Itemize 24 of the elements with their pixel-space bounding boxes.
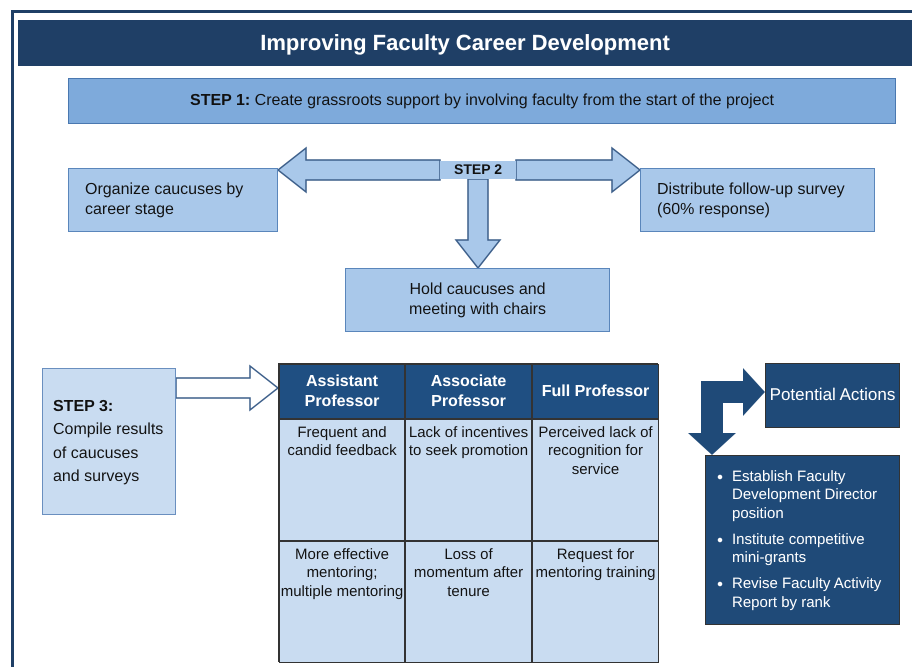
block-arrow (175, 364, 280, 412)
actions-heading-box: Potential Actions (765, 363, 900, 428)
process-box: Hold caucuses and meeting with chairs (345, 268, 610, 332)
table-cell: Loss of momentum after tenure (405, 541, 532, 663)
table-cell: More effective mentoring; multiple mentoring (279, 541, 405, 663)
header-cell: Full Professor (532, 364, 659, 419)
block-arrow (515, 146, 642, 194)
process-box: Distribute follow-up survey (60% response) (640, 168, 875, 232)
step-box: STEP 3: Compile results of caucuses and surveys (42, 368, 176, 515)
title-bar: Improving Faculty Career Development (18, 20, 912, 66)
table-cell: Request for mentoring training (532, 541, 659, 663)
step-box: STEP 1: Create grassroots support by involving faculty from the start of the project (68, 78, 896, 124)
header-cell: Assistant Professor (279, 364, 405, 419)
table-cell: Lack of incentives to seek promotion (405, 419, 532, 541)
block-arrow (454, 178, 502, 270)
header-cell: Associate Professor (405, 364, 532, 419)
block-arrow (688, 368, 765, 455)
results-table (278, 363, 658, 662)
table-cell: Frequent and candid feedback (279, 419, 405, 541)
actions-list-box (705, 455, 900, 625)
table-cell: Perceived lack of recognition for service (532, 419, 659, 541)
block-arrow (276, 146, 441, 194)
step-label: STEP 2 (440, 161, 516, 179)
process-box: Organize caucuses by career stage (68, 168, 278, 232)
